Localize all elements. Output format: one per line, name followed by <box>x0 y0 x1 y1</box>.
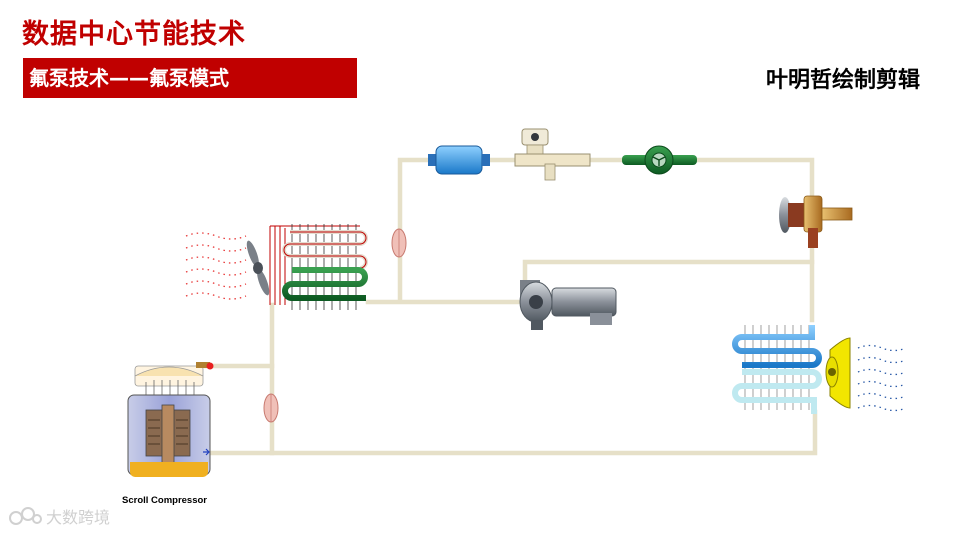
compressor-label: Scroll Compressor <box>122 495 207 506</box>
evaporator-airflow <box>857 344 907 412</box>
flow-indicator <box>622 145 697 175</box>
section-title: 氟泵技术——氟泵模式 <box>23 58 357 98</box>
condenser-airflow <box>185 232 247 300</box>
watermark-text: 大数跨境 <box>46 508 111 527</box>
scroll-compressor: Scroll Compressor <box>122 362 214 506</box>
drier-filter <box>428 145 490 175</box>
evaporator-fan <box>825 337 851 409</box>
author-credit: 叶明哲绘制剪辑 <box>765 68 920 93</box>
fan-icon <box>246 240 270 296</box>
evaporator <box>732 325 822 414</box>
sight-glass-lower <box>263 393 279 423</box>
logo-icon <box>9 507 42 525</box>
expansion-valve <box>779 195 853 248</box>
refrigerant-piping <box>202 157 818 456</box>
watermark: 大数跨境 <box>8 504 110 528</box>
sight-glass-upper <box>391 228 407 258</box>
condenser <box>269 224 368 310</box>
solenoid-valve <box>514 128 591 181</box>
fluorine-pump <box>519 280 617 330</box>
page-title: 数据中心节能技术 <box>22 19 246 50</box>
